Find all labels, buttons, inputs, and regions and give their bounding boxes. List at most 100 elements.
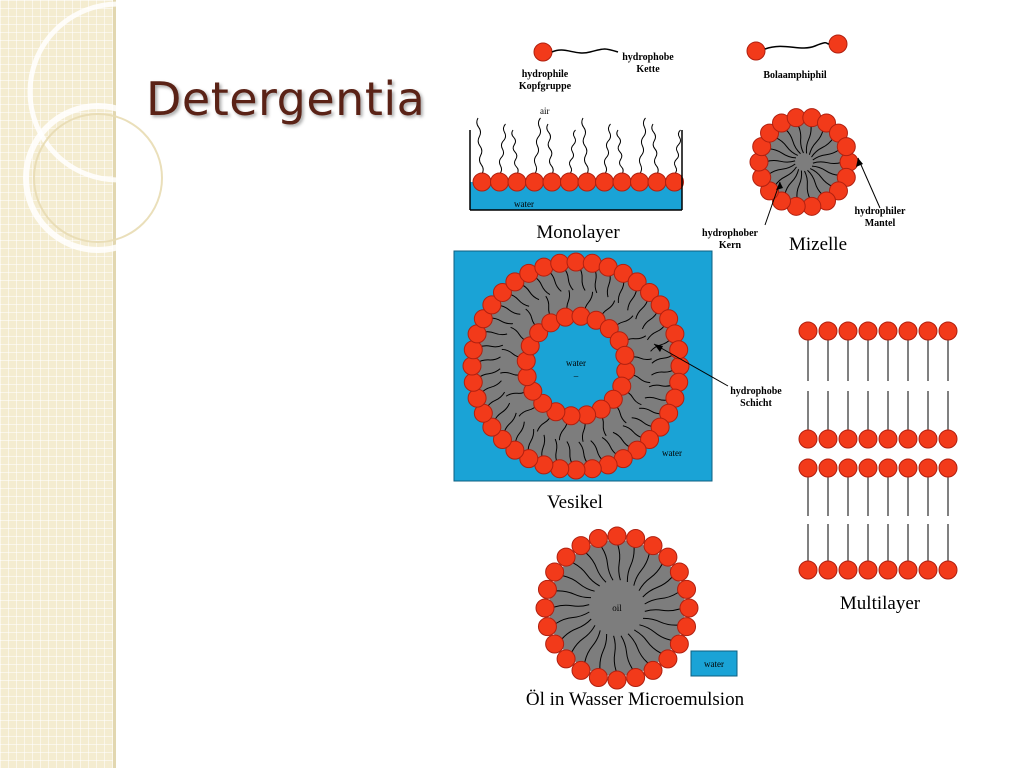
head-label-2: Kopfgruppe (519, 81, 572, 92)
head-group-icon (798, 321, 818, 341)
oil-label: oil (612, 603, 622, 613)
head-group-icon (537, 579, 557, 599)
core-label-1: hydrophober (702, 228, 759, 239)
head-group-icon (669, 634, 689, 654)
head-group-icon (550, 253, 570, 273)
head-label-1: hydrophile (522, 69, 569, 80)
head-group-icon (818, 321, 838, 341)
head-group-icon (665, 172, 684, 192)
head-group-icon (556, 547, 576, 567)
head-group-icon (669, 562, 689, 582)
head-group-icon (838, 458, 858, 478)
example-tail-icon (551, 48, 619, 54)
head-group-icon (505, 272, 525, 292)
inner-water-label: water (566, 358, 586, 368)
head-group-icon (938, 458, 958, 478)
tail-label-2: Kette (636, 64, 660, 75)
mantle-label-2: Mantel (865, 218, 896, 229)
multilayer-panel: Multilayer (798, 321, 958, 614)
head-group-icon (626, 528, 646, 548)
micelle-heads (749, 108, 859, 216)
head-group-icon (473, 309, 493, 329)
vesicle-caption: Vesikel (547, 492, 603, 513)
microemulsion-panel: oil water Öl in Wasser Microemulsion (526, 526, 745, 710)
head-group-icon (613, 263, 633, 283)
monolayer-heads (472, 172, 684, 192)
head-group-icon (918, 429, 938, 449)
head-group-icon (818, 429, 838, 449)
head-group-icon (588, 528, 608, 548)
head-group-icon (669, 372, 689, 392)
head-group-icon (472, 172, 492, 192)
vesicle-inner-water (532, 322, 620, 410)
detergent-structures-diagram: hydrophobe Kette hydrophile Kopfgruppe a… (453, 34, 958, 710)
head-group-icon (630, 172, 649, 192)
monolayer-panel: hydrophobe Kette hydrophile Kopfgruppe a… (469, 42, 684, 243)
water-legend-label: water (704, 659, 724, 669)
slide-title: Detergentia (146, 72, 426, 126)
head-group-icon (571, 660, 591, 680)
head-group-icon (798, 560, 818, 580)
head-group-icon (650, 295, 670, 315)
head-group-icon (507, 172, 527, 192)
head-group-icon (658, 649, 678, 669)
monolayer-water-label: water (514, 199, 534, 209)
head-group-icon (838, 560, 858, 580)
head-group-icon (519, 449, 539, 469)
head-group-icon (679, 598, 699, 618)
svg-text:–: – (573, 371, 579, 381)
head-group-icon (878, 458, 898, 478)
head-group-icon (537, 617, 557, 637)
outer-water-label: water (662, 448, 682, 458)
head-group-icon (918, 560, 938, 580)
head-group-icon (482, 295, 502, 315)
head-group-icon (938, 429, 958, 449)
head-group-icon (898, 321, 918, 341)
head-group-icon (818, 560, 838, 580)
bola-head-right-icon (828, 34, 848, 54)
water-legend-swatch (690, 650, 738, 677)
head-group-icon (482, 417, 502, 437)
head-group-icon (878, 321, 898, 341)
head-group-icon (505, 440, 525, 460)
monolayer-caption: Monolayer (536, 222, 620, 243)
head-group-icon (588, 668, 608, 688)
head-group-icon (798, 429, 818, 449)
head-group-icon (898, 458, 918, 478)
tail-label-1: hydrophobe (622, 52, 674, 63)
head-group-icon (836, 137, 856, 157)
mantle-label-1: hydrophiler (855, 206, 906, 217)
head-group-icon (838, 429, 858, 449)
head-group-icon (467, 388, 487, 408)
head-group-icon (878, 429, 898, 449)
head-group-icon (669, 340, 689, 360)
head-group-icon (545, 634, 565, 654)
head-group-icon (577, 172, 597, 192)
head-group-icon (858, 429, 878, 449)
air-label: air (540, 106, 550, 116)
micelle-core (764, 122, 844, 202)
head-group-icon (542, 172, 562, 192)
head-group-icon (571, 536, 591, 556)
head-group-icon (643, 660, 663, 680)
core-label-2: Kern (719, 240, 742, 251)
head-group-icon (898, 429, 918, 449)
head-group-icon (898, 560, 918, 580)
multilayer-caption: Multilayer (840, 593, 921, 614)
head-group-icon (938, 560, 958, 580)
head-group-icon (838, 321, 858, 341)
bola-head-left-icon (746, 41, 766, 61)
head-group-icon (463, 372, 483, 392)
head-group-icon (595, 172, 614, 192)
head-group-icon (607, 670, 627, 690)
oil-droplet-core (549, 540, 685, 676)
head-group-icon (798, 458, 818, 478)
head-group-icon (535, 598, 555, 618)
head-group-icon (627, 272, 647, 292)
head-group-icon (818, 458, 838, 478)
head-group-icon (598, 455, 618, 475)
head-group-icon (534, 257, 554, 277)
head-group-icon (938, 321, 958, 341)
head-group-icon (492, 430, 512, 450)
head-group-icon (566, 252, 586, 272)
